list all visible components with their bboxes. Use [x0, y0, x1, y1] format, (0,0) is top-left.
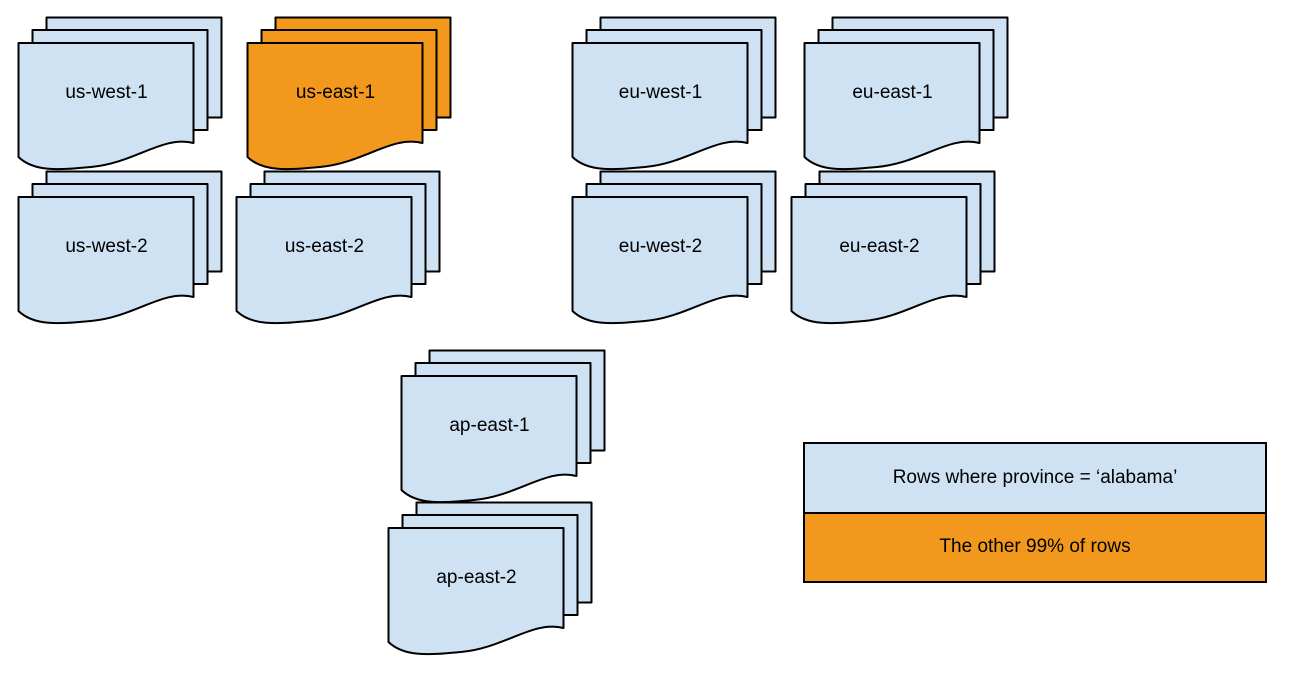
region-label: us-west-2	[65, 236, 148, 257]
document-page-front	[400, 375, 578, 504]
document-page-front	[790, 196, 968, 325]
region-label: us-west-1	[65, 82, 148, 103]
document-page-front	[17, 196, 195, 325]
legend: Rows where province = ‘alabama’ The othe…	[803, 442, 1267, 583]
region-stack-eu-east-2: eu-east-2	[790, 170, 996, 329]
document-stack-icon	[246, 16, 452, 171]
region-stack-ap-east-2: ap-east-2	[387, 501, 593, 660]
region-label: us-east-1	[295, 82, 376, 103]
document-page-front	[571, 42, 749, 171]
document-stack-icon	[790, 170, 996, 325]
document-stack-icon	[387, 501, 593, 656]
region-label: ap-east-1	[449, 415, 530, 436]
region-label: ap-east-2	[436, 567, 517, 588]
document-stack-icon	[803, 16, 1009, 171]
region-stack-eu-east-1: eu-east-1	[803, 16, 1009, 175]
region-stack-us-west-1: us-west-1	[17, 16, 223, 175]
region-label: eu-west-1	[618, 82, 703, 103]
document-stack-icon	[235, 170, 441, 325]
document-page-front	[803, 42, 981, 171]
legend-item-other-rows: The other 99% of rows	[805, 513, 1265, 581]
region-stack-ap-east-1: ap-east-1	[400, 349, 606, 508]
legend-item-alabama-rows: Rows where province = ‘alabama’	[805, 444, 1265, 514]
document-stack-icon	[571, 170, 777, 325]
region-stack-us-east-2: us-east-2	[235, 170, 441, 329]
document-page-front	[387, 527, 565, 656]
document-stack-icon	[571, 16, 777, 171]
document-stack-icon	[400, 349, 606, 504]
legend-item-label: The other 99% of rows	[939, 536, 1131, 558]
region-stack-us-east-1: us-east-1	[246, 16, 452, 175]
region-label: us-east-2	[284, 236, 365, 257]
region-stack-us-west-2: us-west-2	[17, 170, 223, 329]
region-label: eu-west-2	[618, 236, 703, 257]
region-stack-eu-west-2: eu-west-2	[571, 170, 777, 329]
region-stack-eu-west-1: eu-west-1	[571, 16, 777, 175]
document-page-front	[246, 42, 424, 171]
document-page-front	[17, 42, 195, 171]
region-label: eu-east-2	[839, 236, 920, 257]
document-page-front	[235, 196, 413, 325]
region-label: eu-east-1	[852, 82, 933, 103]
document-stack-icon	[17, 170, 223, 325]
document-stack-icon	[17, 16, 223, 171]
legend-item-label: Rows where province = ‘alabama’	[892, 466, 1178, 488]
document-page-front	[571, 196, 749, 325]
